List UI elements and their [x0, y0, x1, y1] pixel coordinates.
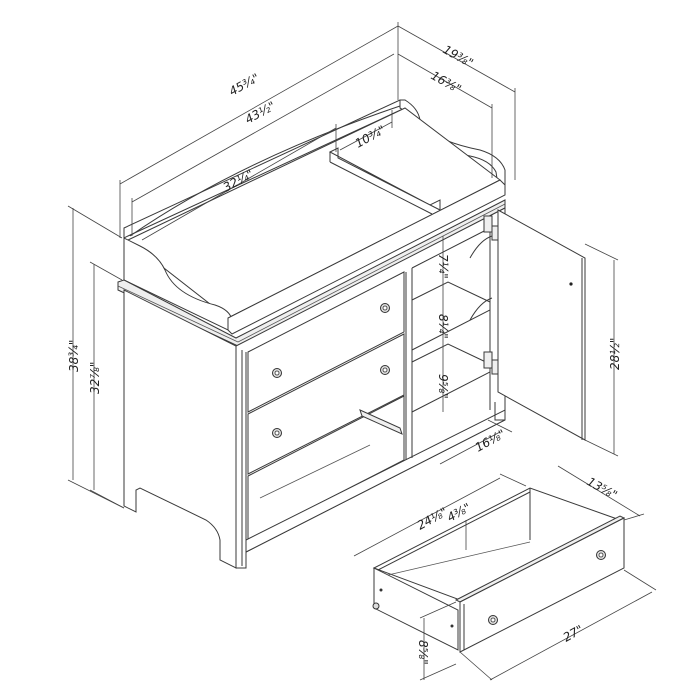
drawer-front [459, 517, 625, 653]
dim-drawer-inner-length: 24⅛" [415, 505, 450, 533]
dim-drawer-front-width: 27" [561, 622, 586, 644]
shelf-upper [411, 281, 491, 351]
dim-drawer-depth: 13⅝" [585, 474, 620, 502]
dim-overall-height: 38¾" [67, 340, 81, 372]
drawer-middle[interactable] [247, 333, 405, 475]
dim-top-surface-height: 32⅞" [88, 362, 102, 394]
detached-drawer [372, 487, 626, 653]
drawer-slide [359, 409, 403, 435]
dim-overall-depth: 19⅜" [441, 42, 476, 70]
left-side-panel [123, 289, 237, 569]
drawer-top[interactable] [247, 271, 405, 413]
dimension-lines [67, 22, 657, 681]
dim-shelf-gap-middle: 8¼" [436, 314, 450, 339]
dim-drawer-front-height: 8⅝" [416, 640, 430, 665]
changing-table [117, 99, 586, 569]
dim-door-height: 28½" [608, 338, 622, 370]
dim-shelf-gap-top: 7¼" [436, 254, 450, 279]
dim-top-depth: 16⅜" [429, 68, 464, 96]
dim-overall-width: 45¾" [227, 71, 262, 99]
cabinet-door[interactable] [497, 209, 586, 441]
door-knob[interactable] [569, 282, 573, 286]
dim-shelf-gap-bottom: 9⅝" [436, 374, 450, 399]
top-left-rail [123, 237, 233, 331]
